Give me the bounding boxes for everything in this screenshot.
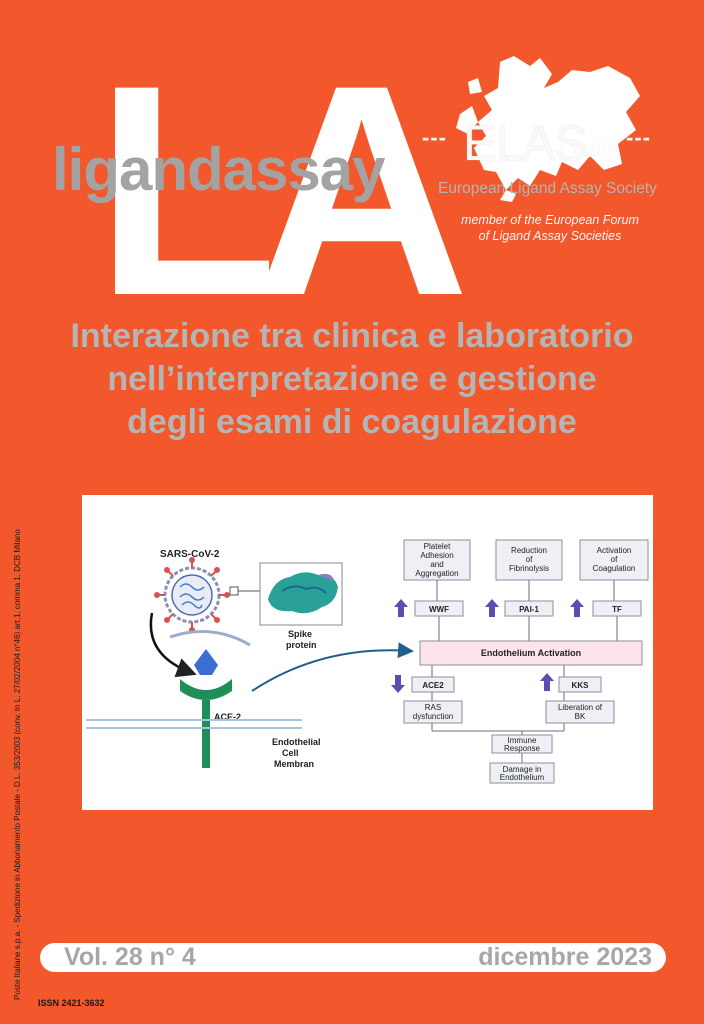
spike-protein-icon — [268, 572, 338, 614]
receptor-label: ACE-2 — [214, 712, 241, 722]
marker-wwf: WWF — [429, 605, 449, 614]
effect-1-line-3: and — [430, 560, 443, 569]
immune-line-1: Immune — [508, 736, 537, 745]
damage-line-1: Damage in — [503, 765, 542, 774]
spike-label-2: protein — [286, 640, 317, 650]
kks-node: KKS — [572, 681, 590, 690]
membrane-label-3: Membran — [274, 759, 314, 769]
ras-line-1: RAS — [425, 703, 441, 712]
society-dashes-left: --- — [422, 125, 447, 150]
effect-1-line-4: Aggregation — [415, 569, 458, 578]
marker-pai1: PAI-1 — [519, 605, 539, 614]
effect-3-line-1: Activation — [597, 546, 632, 555]
effect-2-line-2: of — [526, 555, 533, 564]
membership-line-2: of Ligand Assay Societies — [478, 229, 622, 243]
bk-line-1: Liberation of — [558, 703, 603, 712]
effect-2-line-3: Fibrinolysis — [509, 564, 549, 573]
society-acronym: ELAS — [463, 115, 588, 171]
spike-label-1: Spike — [288, 629, 312, 639]
cover-headline: Interazione tra clinica e laboratorio ne… — [30, 315, 674, 444]
cover-figure: SARS-CoV-2 Spike protein — [82, 495, 653, 810]
damage-line-2: Endothelium — [500, 773, 545, 782]
membership-line-1: member of the European Forum — [461, 213, 639, 227]
bk-line-2: BK — [575, 712, 586, 721]
effect-3-line-3: Coagulation — [593, 564, 636, 573]
effect-1-line-2: Adhesion — [420, 551, 453, 560]
journal-title: ligandassay — [52, 136, 386, 203]
central-node: Endothelium Activation — [481, 648, 581, 658]
society-full-name: European Ligand Assay Society — [438, 180, 657, 197]
postal-notice: Poste Italiane s.p.a. - Spedizione in Ab… — [13, 529, 22, 1000]
issue-date: dicembre 2023 — [478, 943, 652, 971]
virus-icon — [154, 557, 230, 633]
issue-bar — [40, 943, 666, 972]
headline-line-3: degli esami di coagulazione — [127, 403, 577, 441]
membrane-label-1: Endothelial — [272, 737, 321, 747]
headline-line-1: Interazione tra clinica e laboratorio — [70, 317, 634, 355]
society-dashes-right: --- — [626, 125, 651, 150]
europe-map-icon — [456, 56, 640, 202]
virus-label: SARS-CoV-2 — [160, 549, 220, 560]
society-country: Italia — [572, 137, 619, 162]
ace2-receptor-icon — [180, 649, 232, 768]
issn: ISSN 2421-3632 — [38, 998, 105, 1008]
headline-line-2: nell’interpretazione e gestione — [107, 360, 597, 398]
membrane-label-2: Cell — [282, 748, 299, 758]
issue-volume: Vol. 28 n° 4 — [64, 943, 196, 971]
ace2-node: ACE2 — [422, 681, 444, 690]
ras-line-2: dysfunction — [413, 712, 453, 721]
marker-tf: TF — [612, 605, 622, 614]
la-logo: LA — [95, 22, 470, 358]
effect-3-line-2: of — [611, 555, 618, 564]
effect-2-line-1: Reduction — [511, 546, 547, 555]
immune-line-2: Response — [504, 744, 541, 753]
effect-1-line-1: Platelet — [424, 542, 451, 551]
marker-row — [394, 599, 642, 617]
